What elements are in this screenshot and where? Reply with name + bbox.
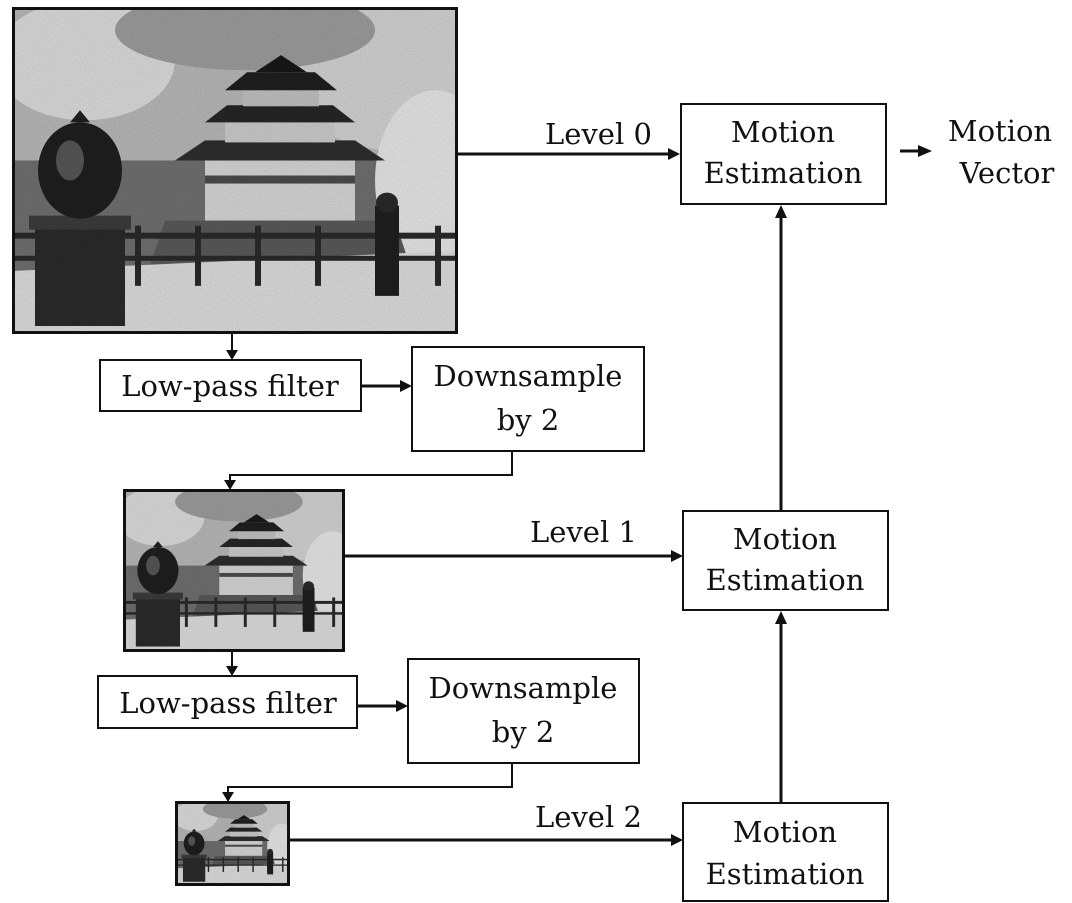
lowpass-filter-label-1: Low-pass filter xyxy=(121,369,339,403)
motion-estimation-0-line2: Estimation xyxy=(704,156,863,190)
lowpass-filter-box-1: Low-pass filter xyxy=(99,359,362,412)
level-1-label: Level 1 xyxy=(530,515,637,549)
downsample-label-2-line1: Downsample xyxy=(429,671,618,705)
motion-vector-label-line2: Vector xyxy=(959,156,1055,190)
level-1-arrow xyxy=(345,550,683,562)
motion-estimation-box-0: Motion Estimation xyxy=(680,103,887,205)
motion-vector-label-line1: Motion xyxy=(948,114,1052,148)
downsample-label-1-line2: by 2 xyxy=(497,403,560,437)
refine-arrow-2-to-1 xyxy=(775,611,787,803)
level-0-label: Level 0 xyxy=(545,117,652,151)
motion-estimation-2-line2: Estimation xyxy=(706,857,865,891)
motion-estimation-2-line1: Motion xyxy=(733,815,837,849)
motion-estimation-1-line1: Motion xyxy=(733,522,837,556)
downsample-box-1: Downsample by 2 xyxy=(411,346,645,452)
connector-image0-to-filter1 xyxy=(226,334,238,360)
lowpass-filter-box-2: Low-pass filter xyxy=(97,675,358,729)
downsample-box-2: Downsample by 2 xyxy=(407,658,640,764)
level-2-label: Level 2 xyxy=(535,800,642,834)
motion-estimation-box-1: Motion Estimation xyxy=(682,510,889,611)
connector-filter1-to-downsample1 xyxy=(361,380,412,392)
downsample-label-2-line2: by 2 xyxy=(492,715,555,749)
connector-image1-to-filter2 xyxy=(226,652,238,676)
downsample-label-1-line1: Downsample xyxy=(434,359,623,393)
level-2-arrow xyxy=(290,834,683,846)
refine-arrow-1-to-0 xyxy=(775,205,787,511)
motion-estimation-0-line1: Motion xyxy=(731,115,835,149)
image-level-0 xyxy=(12,7,458,334)
motion-estimation-1-line2: Estimation xyxy=(706,563,865,597)
image-level-1 xyxy=(123,489,345,652)
level-0-arrow xyxy=(458,148,680,160)
connector-downsample2-to-image2 xyxy=(222,763,513,802)
output-arrow xyxy=(900,145,932,157)
image-level-2 xyxy=(175,801,290,886)
motion-estimation-box-2: Motion Estimation xyxy=(682,802,889,902)
connector-downsample1-to-image1 xyxy=(224,451,513,490)
connector-filter2-to-downsample2 xyxy=(357,700,408,712)
lowpass-filter-label-2: Low-pass filter xyxy=(119,686,337,720)
